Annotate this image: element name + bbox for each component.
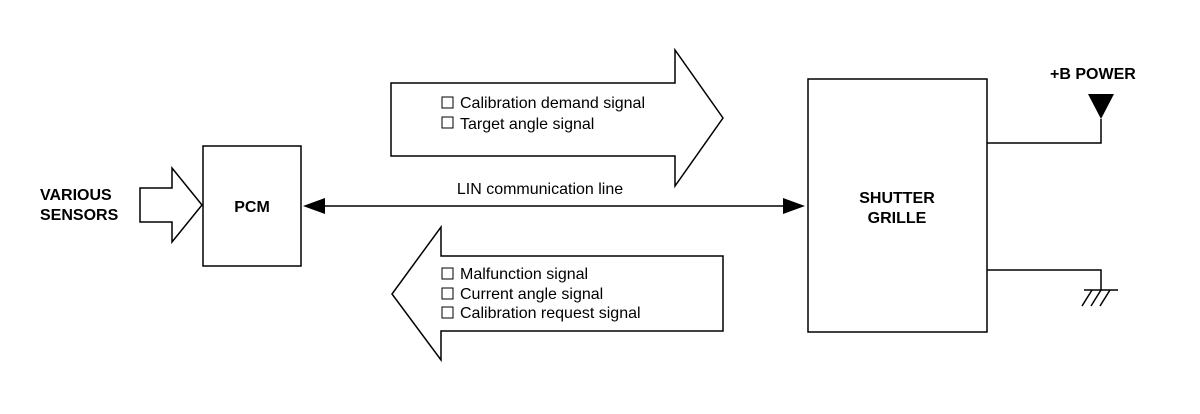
lower-signal-arrow [391,224,724,363]
power-label: +B POWER [1050,66,1136,83]
ground-icon [1081,289,1118,307]
checkbox-icon [441,267,454,280]
shutter-grille-block [807,78,988,333]
checkbox-icon [441,287,454,300]
lin-line-label: LIN communication line [457,181,623,198]
arrowhead-left-icon [303,198,325,214]
checkbox-icon [441,116,454,129]
signal-calibration-demand: Calibration demand signal [460,95,645,112]
shutter-label-line2: GRILLE [868,210,927,227]
pcm-label: PCM [234,199,270,216]
power-wire [987,119,1102,144]
sensors-label-line2: SENSORS [40,207,119,224]
signal-current-angle: Current angle signal [460,286,603,303]
checkbox-icon [441,96,454,109]
signal-calibration-request: Calibration request signal [460,305,641,322]
power-supply-icon [1088,94,1114,119]
signal-malfunction: Malfunction signal [460,266,588,283]
ground-wire [987,269,1102,290]
shutter-label-line1: SHUTTER [859,190,935,207]
upper-signal-arrow [390,47,724,189]
sensors-to-pcm-arrow [139,165,203,245]
pcm-block [202,145,302,267]
checkbox-icon [441,306,454,319]
signal-target-angle: Target angle signal [460,116,594,133]
arrowhead-right-icon [783,198,805,214]
sensors-label-line1: VARIOUS [40,187,112,204]
